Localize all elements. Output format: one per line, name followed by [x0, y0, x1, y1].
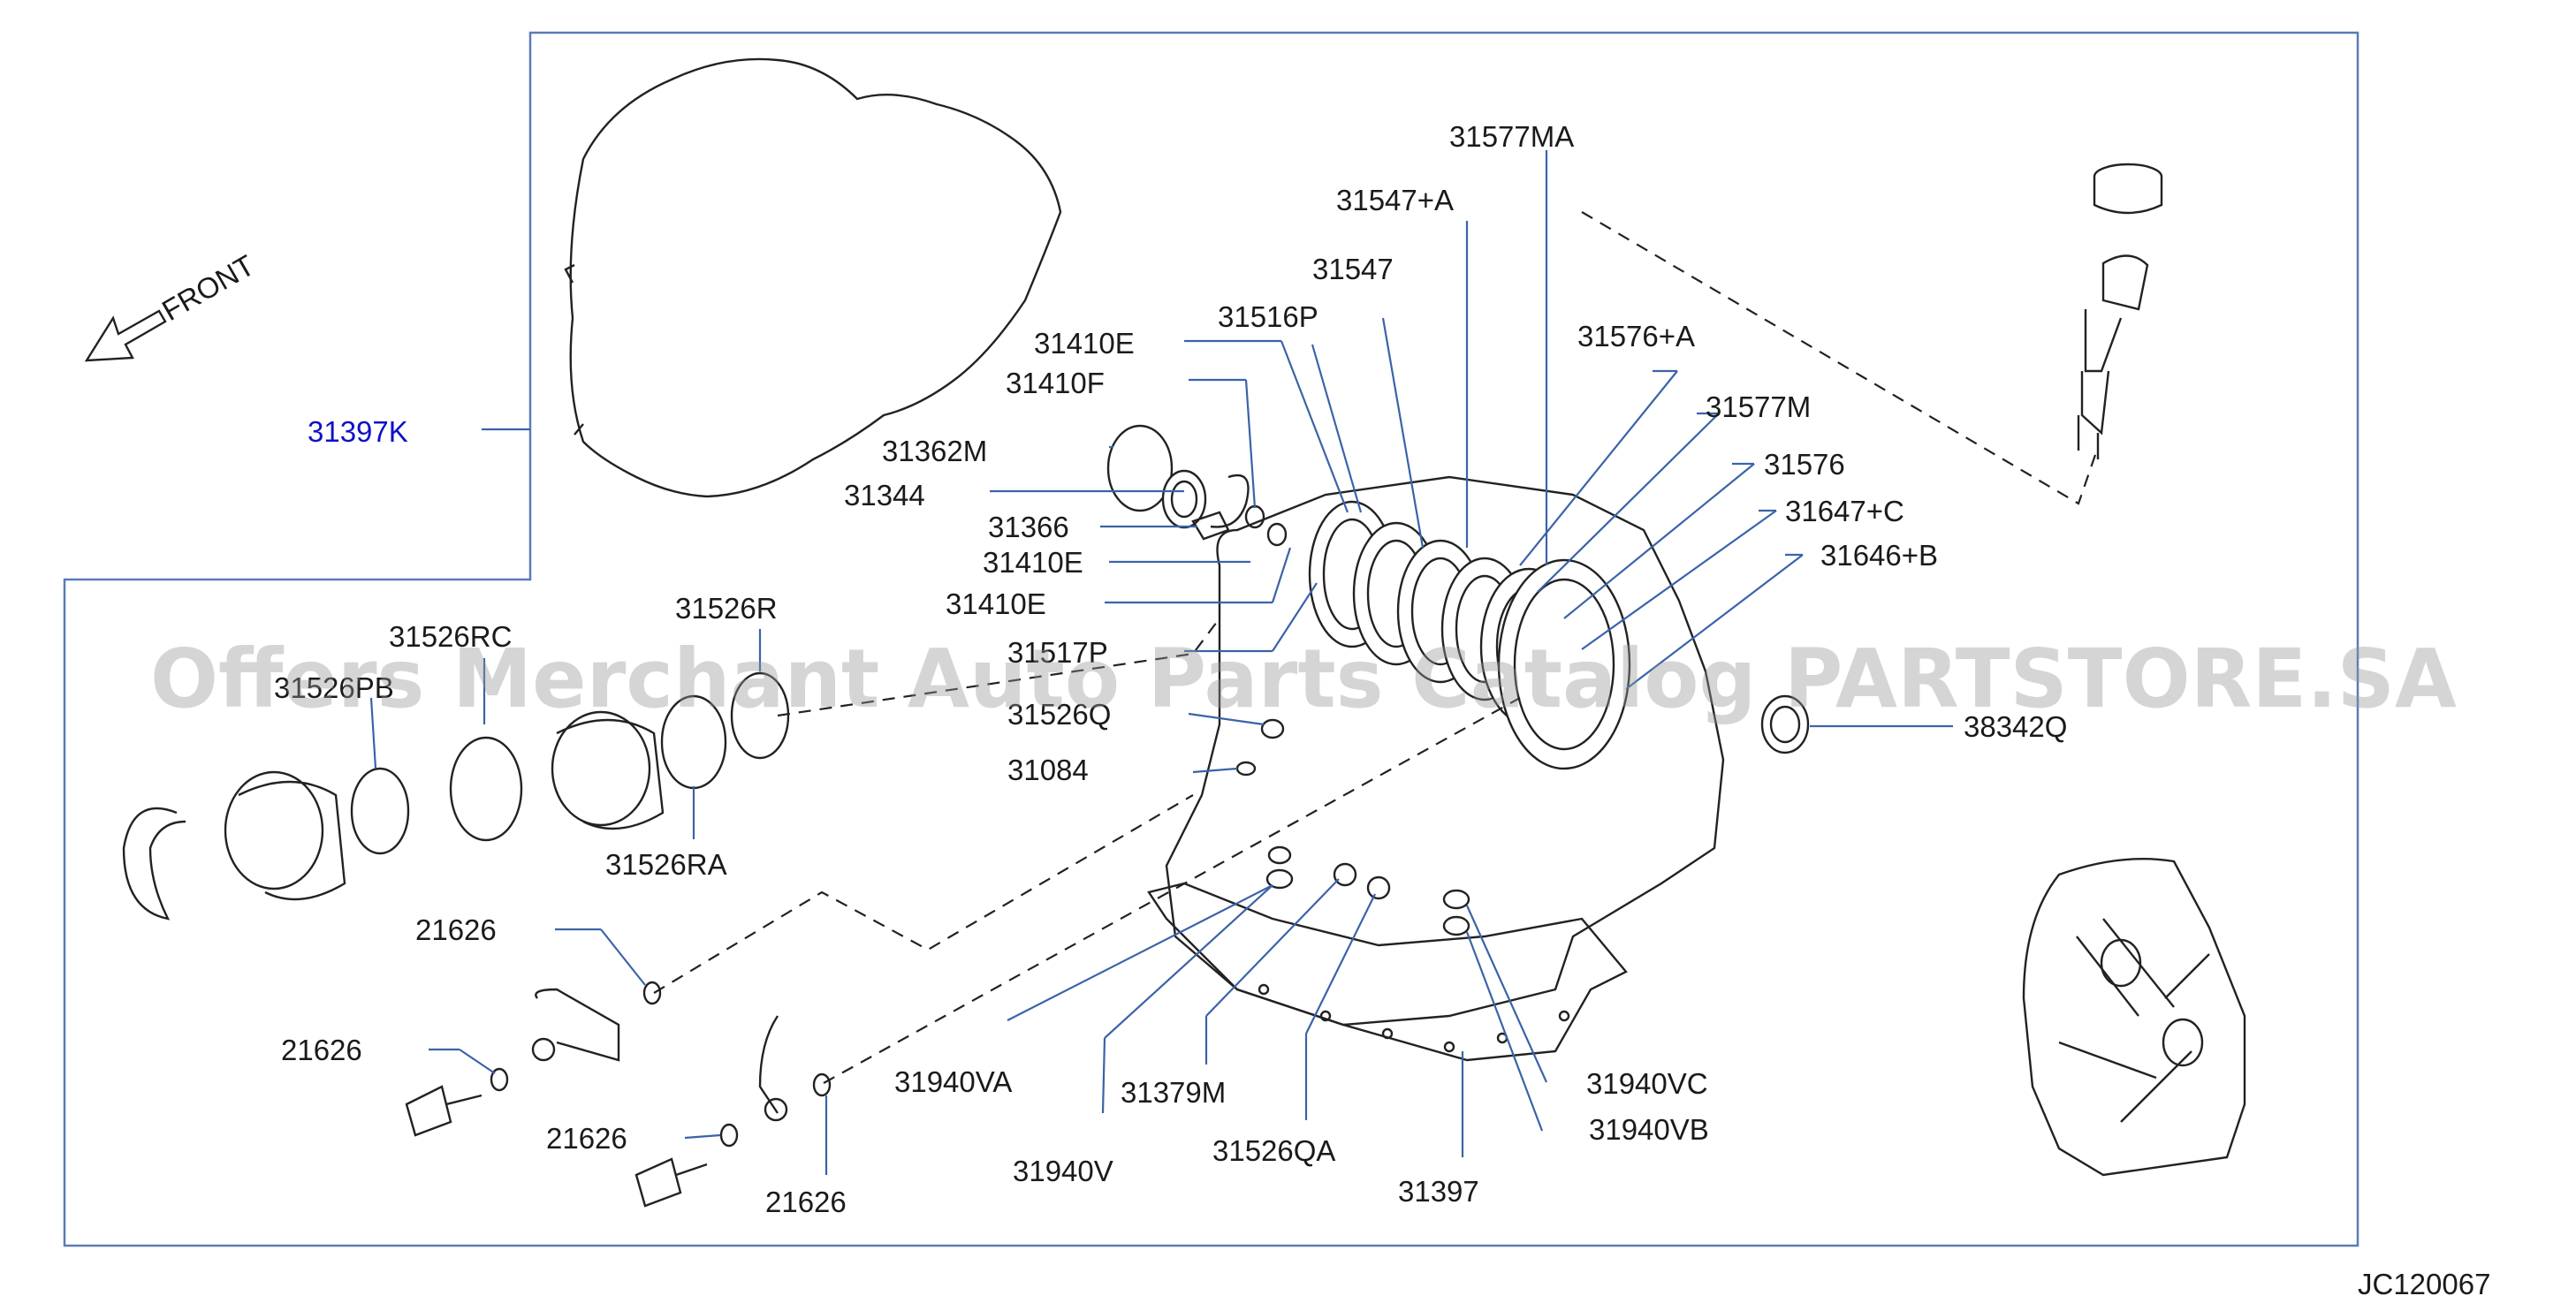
- label-31410F[interactable]: 31410F: [1006, 367, 1105, 399]
- oil-pan-housing: [1165, 475, 1725, 1027]
- front-arrow-icon: [84, 309, 167, 362]
- dashed-lead-bolt-left: [653, 794, 1194, 994]
- label-21626-2[interactable]: 21626: [281, 1034, 362, 1066]
- label-31576[interactable]: 31576: [1764, 448, 1845, 481]
- oring-31940V: [1267, 845, 1292, 865]
- accumulator-piston-2: [551, 710, 665, 830]
- case-detail: [564, 263, 584, 436]
- label-31526R[interactable]: 31526R: [675, 592, 778, 625]
- dashed-lead-bolt-right: [823, 697, 1521, 1084]
- label-31646B[interactable]: 31646+B: [1820, 539, 1938, 572]
- converter-housing: [2022, 857, 2246, 1177]
- dashed-lead-accum: [777, 618, 1220, 717]
- leader-lines: [369, 150, 1953, 1175]
- label-31577MA[interactable]: 31577MA: [1449, 120, 1574, 153]
- diagram-frame: [63, 31, 2359, 1247]
- watermark: Offers Merchant Auto Parts Catalog PARTS…: [150, 632, 2457, 726]
- snap-ring-31410F: [1210, 474, 1250, 528]
- seal-38342Q-inner: [1769, 705, 1801, 744]
- oring-31084: [1235, 761, 1257, 777]
- label-31526Q[interactable]: 31526Q: [1007, 698, 1111, 731]
- label-31577M[interactable]: 31577M: [1706, 390, 1811, 423]
- label-38342Q[interactable]: 38342Q: [1964, 710, 2067, 743]
- dashed-lead-top: [1581, 211, 2098, 505]
- washer-21626-a: [642, 981, 662, 1005]
- snap-ring-left: [122, 807, 186, 921]
- washer-31410E: [1244, 504, 1265, 529]
- front-label: FRONT: [156, 248, 260, 327]
- housing-boss-2: [2162, 1018, 2204, 1067]
- label-31397K[interactable]: 31397K: [308, 415, 408, 448]
- label-31547A[interactable]: 31547+A: [1336, 184, 1454, 216]
- label-31647C[interactable]: 31647+C: [1785, 495, 1904, 527]
- label-21626-4[interactable]: 21626: [765, 1186, 847, 1218]
- label-31940VA[interactable]: 31940VA: [894, 1065, 1012, 1098]
- oring-31940VC: [1442, 889, 1470, 910]
- oring-31526PB: [350, 767, 410, 855]
- oil-pan: [1147, 882, 1628, 1062]
- dipstick-tube: [2077, 163, 2163, 459]
- label-31940VC[interactable]: 31940VC: [1586, 1067, 1708, 1100]
- diagram-code: JC120067: [2358, 1268, 2490, 1300]
- seal-38342Q: [1760, 694, 1810, 754]
- oring-31526R: [730, 671, 790, 760]
- label-31940V[interactable]: 31940V: [1013, 1155, 1113, 1187]
- label-31526RA[interactable]: 31526RA: [605, 848, 727, 881]
- label-31362M[interactable]: 31362M: [882, 435, 987, 467]
- pan-bolts: [1258, 983, 1570, 1053]
- label-31084[interactable]: 31084: [1007, 754, 1089, 786]
- label-31517P[interactable]: 31517P: [1007, 636, 1108, 669]
- label-31547[interactable]: 31547: [1312, 253, 1394, 285]
- bolt-1: [405, 1085, 483, 1137]
- plug-31379M: [1333, 862, 1357, 887]
- label-31410E-1[interactable]: 31410E: [1034, 327, 1135, 360]
- label-31397[interactable]: 31397: [1398, 1175, 1479, 1208]
- label-31516P[interactable]: 31516P: [1218, 300, 1318, 333]
- housing-boss: [2100, 938, 2142, 988]
- housing-ribs: [2058, 918, 2210, 1123]
- label-31344[interactable]: 31344: [844, 479, 925, 512]
- label-31526RC[interactable]: 31526RC: [389, 620, 512, 653]
- washer-21626-b: [490, 1067, 509, 1092]
- label-31526QA[interactable]: 31526QA: [1212, 1134, 1335, 1167]
- washer-21626-c: [719, 1123, 739, 1148]
- label-21626-1[interactable]: 21626: [415, 913, 497, 946]
- oring-31940VB: [1442, 915, 1470, 936]
- clip-31366: [1191, 511, 1230, 541]
- oring-31940VA: [1265, 868, 1294, 890]
- bolt-2: [635, 1157, 708, 1208]
- label-31410E-2[interactable]: 31410E: [983, 546, 1083, 579]
- oring-31526Q: [1260, 718, 1285, 739]
- label-31379M[interactable]: 31379M: [1121, 1076, 1226, 1109]
- ring-31362M: [1106, 424, 1174, 512]
- accumulator-piston-1: [224, 770, 346, 901]
- transmission-case: [569, 57, 1062, 498]
- plug-31526QA: [1366, 875, 1391, 900]
- label-31940VB[interactable]: 31940VB: [1589, 1113, 1709, 1146]
- pipe-right: [758, 1015, 788, 1122]
- label-31576A[interactable]: 31576+A: [1577, 320, 1695, 352]
- label-31366[interactable]: 31366: [988, 511, 1069, 543]
- washer-31410E-2: [1266, 522, 1288, 547]
- washer-21626-d: [812, 1072, 832, 1097]
- clutch-ring-stack: [1308, 500, 1631, 770]
- oring-31526RC: [449, 736, 523, 842]
- pipe-left: [531, 988, 620, 1062]
- label-21626-3[interactable]: 21626: [546, 1122, 627, 1155]
- seal-31344-inner: [1170, 480, 1198, 519]
- label-31410E-3[interactable]: 31410E: [946, 587, 1046, 620]
- label-31526PB[interactable]: 31526PB: [274, 671, 394, 704]
